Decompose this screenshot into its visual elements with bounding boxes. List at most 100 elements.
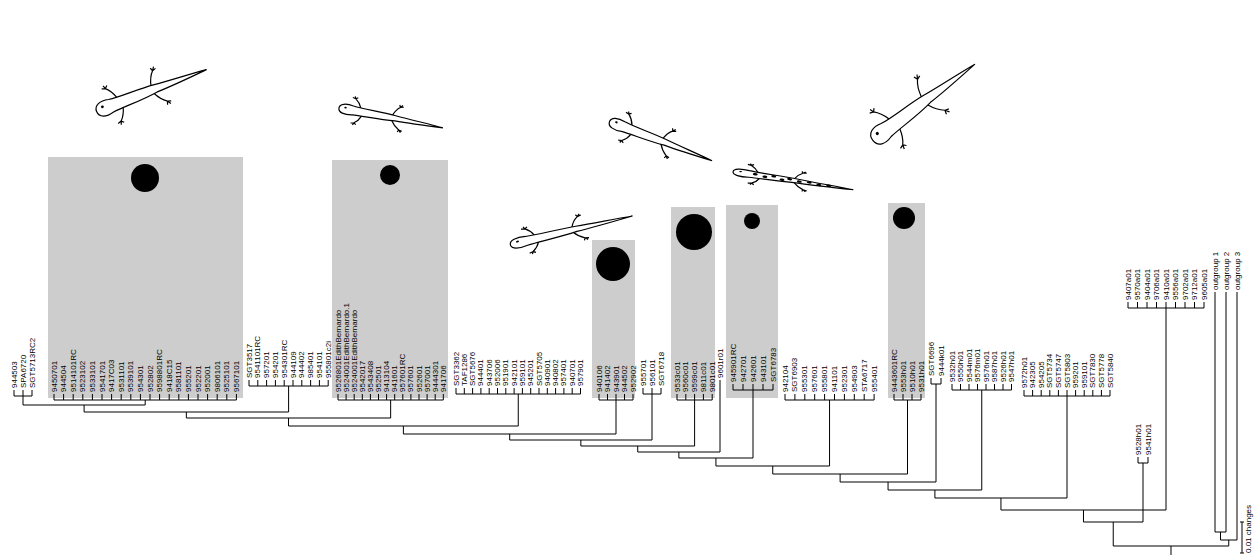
tip-label: 9567101	[232, 361, 241, 392]
tip-label: 957601	[406, 365, 415, 392]
tip-label: 942104	[781, 365, 790, 392]
tip-label: 9598801RC	[155, 349, 164, 392]
tree-branch	[14, 390, 15, 396]
tip-label: 9702a01	[1181, 269, 1190, 300]
tree-branch	[1049, 390, 1050, 396]
tip-label: 942101	[510, 359, 519, 386]
tip-label: 9444301	[431, 361, 440, 392]
salamander-drawing	[732, 161, 855, 199]
tree-branch	[753, 390, 754, 458]
tree-branch	[1032, 390, 1033, 396]
tree-branch	[1242, 522, 1243, 553]
tree-branch	[952, 384, 953, 390]
tree-branch	[580, 440, 581, 446]
tree-branch	[753, 384, 754, 390]
tip-label: 952802	[146, 365, 155, 392]
tip-label: SGT5705	[535, 352, 544, 386]
tip-label: 9712a01	[1190, 269, 1199, 300]
tip-label: 985401	[306, 351, 315, 378]
tree-branch	[715, 458, 716, 466]
tree-branch	[159, 394, 160, 400]
tree-branch	[1148, 457, 1149, 463]
tip-label: 952501	[374, 365, 383, 392]
salamander-body	[94, 60, 209, 118]
size-dot	[893, 207, 915, 229]
tree-branch	[288, 418, 289, 426]
tip-label: SGT6718	[657, 352, 666, 386]
tree-branch	[599, 394, 600, 400]
tree-branch	[1075, 390, 1076, 396]
tree-branch	[539, 388, 540, 394]
tip-label: SGT6783	[769, 348, 778, 382]
tree-branch	[82, 394, 83, 400]
tip-label: SGT3517	[245, 344, 254, 378]
tip-label: 9599c01	[690, 361, 699, 392]
tree-branch	[505, 388, 506, 394]
tree-branch	[480, 388, 481, 394]
tip-label: 9576n01	[982, 351, 991, 382]
tip-label: 955801	[820, 365, 829, 392]
salamander-body	[733, 168, 854, 192]
tree-branch	[150, 394, 151, 400]
tree-branch	[1166, 302, 1167, 308]
tree-branch	[874, 394, 875, 400]
clade-box	[332, 160, 448, 398]
tip-label: 944401	[476, 359, 485, 386]
tip-label: 9532h01	[948, 351, 957, 382]
tree-branch	[236, 394, 237, 400]
tree-branch	[773, 384, 774, 390]
tip-label: 9553h01	[899, 361, 908, 392]
salamander-drawing	[604, 106, 718, 174]
clade-box	[888, 203, 925, 398]
tip-label: 943901	[612, 365, 621, 392]
tree-branch	[530, 388, 531, 394]
tree-branch	[1067, 390, 1068, 396]
tree-branch	[394, 394, 395, 400]
tree-branch	[712, 394, 713, 400]
salamander-drawing	[507, 201, 636, 259]
tip-label: 943101	[759, 355, 768, 382]
tree-branch	[443, 394, 444, 400]
tip-label: SGT5676	[468, 352, 477, 386]
tree-branch	[386, 394, 387, 400]
tree-branch	[198, 394, 199, 400]
tree-branch	[694, 394, 695, 400]
tip-label: 9801c01	[708, 361, 717, 392]
tip-label: 955401	[870, 365, 879, 392]
tip-label: 9544m01	[965, 349, 974, 382]
tree-branch	[1204, 302, 1205, 308]
tree-branch	[555, 388, 556, 394]
tree-branch	[616, 394, 617, 400]
tip-label: 9531101	[117, 361, 126, 392]
tip-label: 955201	[184, 365, 193, 392]
salamander-drawing	[336, 94, 445, 140]
tip-label: 9576m01	[973, 349, 982, 382]
tree-branch	[1194, 302, 1195, 308]
tree-branch	[1128, 302, 1129, 308]
tip-label: 9550h01	[956, 351, 965, 382]
tip-label: STA6717	[860, 359, 869, 392]
tree-branch	[63, 394, 64, 400]
tree-branch	[572, 388, 573, 394]
tree-branch	[694, 400, 695, 446]
tip-label: 944504	[59, 365, 68, 392]
tree-branch	[1084, 390, 1085, 396]
tree-branch	[1240, 522, 1244, 523]
tree-branch	[633, 394, 634, 400]
tip-label: 9541101RC	[253, 336, 262, 378]
tree-branch	[249, 380, 250, 386]
tip-label: 9418C15	[165, 360, 174, 392]
tip-label: 954903	[850, 365, 859, 392]
tree-branch	[1110, 390, 1111, 396]
tree-branch	[986, 384, 987, 390]
tree-branch	[637, 446, 638, 452]
tree-branch	[1113, 522, 1114, 546]
tip-label: SGT6903	[790, 358, 799, 392]
tip-label: 9528h01	[1134, 424, 1143, 455]
tip-label: 9410a01	[1162, 269, 1171, 300]
salamander-spot	[816, 183, 821, 186]
tree-branch	[1147, 302, 1148, 308]
tree-branch	[678, 452, 679, 458]
tip-label: SPA6720	[19, 355, 28, 388]
